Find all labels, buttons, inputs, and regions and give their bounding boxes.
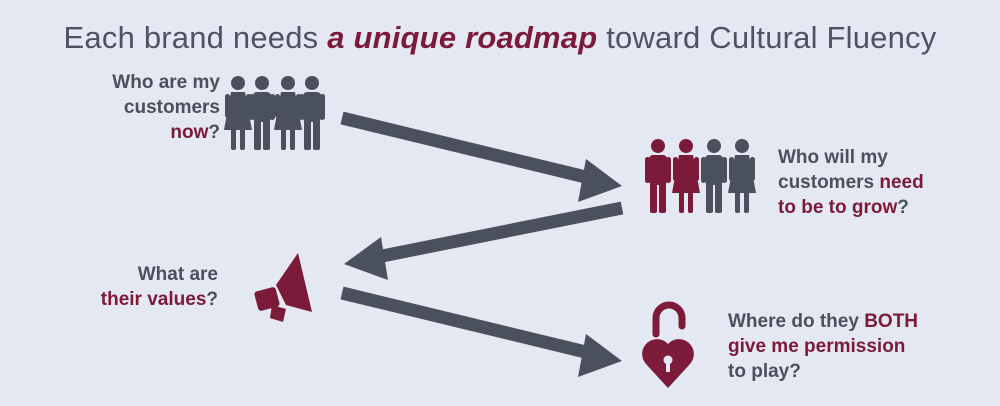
highlighted-text: their values (100, 289, 207, 310)
highlighted-text: BOTH (864, 311, 919, 332)
question-text: ? (206, 289, 218, 310)
flow-arrows (340, 111, 624, 377)
question-text: to play? (728, 361, 801, 382)
highlighted-text: now (170, 122, 209, 143)
question-text: ? (897, 197, 909, 218)
title-emphasis: a unique roadmap (327, 20, 598, 55)
heart-padlock-icon (642, 301, 694, 388)
question-line: to play? (728, 359, 988, 384)
question-line: give me permission (728, 334, 988, 359)
question-text: Where do they (728, 311, 865, 332)
arrow-now-to-future (340, 111, 622, 202)
title-lead: Each brand needs (63, 20, 328, 55)
people-group-icon (224, 76, 325, 150)
question-line: customers (20, 95, 220, 120)
question-text: What are (137, 264, 218, 285)
arrow-values-to-permission (340, 286, 622, 377)
arrow-future-to-values (344, 201, 624, 280)
question-line: Where do they BOTH (728, 309, 988, 334)
highlighted-text: to be to grow (778, 197, 898, 218)
question-text: customers (123, 97, 220, 118)
question-line: to be to grow? (778, 195, 988, 220)
diagram-title: Each brand needs a unique roadmap toward… (0, 20, 1000, 56)
question-line: Who are my (20, 70, 220, 95)
question-text: Who will my (778, 147, 888, 168)
question-line: Who will my (778, 145, 988, 170)
question-text: Who are my (112, 72, 220, 93)
question-line: now? (20, 120, 220, 145)
highlighted-text: give me permission (728, 336, 906, 357)
question-text: customers (778, 172, 880, 193)
question-line: customers need (778, 170, 988, 195)
people-group-icon (645, 139, 756, 213)
question-text: ? (208, 122, 220, 143)
question-line: their values? (18, 287, 218, 312)
question-line: What are (18, 262, 218, 287)
megaphone-icon (254, 253, 312, 322)
highlighted-text: need (879, 172, 924, 193)
title-tail: toward Cultural Fluency (597, 20, 937, 55)
